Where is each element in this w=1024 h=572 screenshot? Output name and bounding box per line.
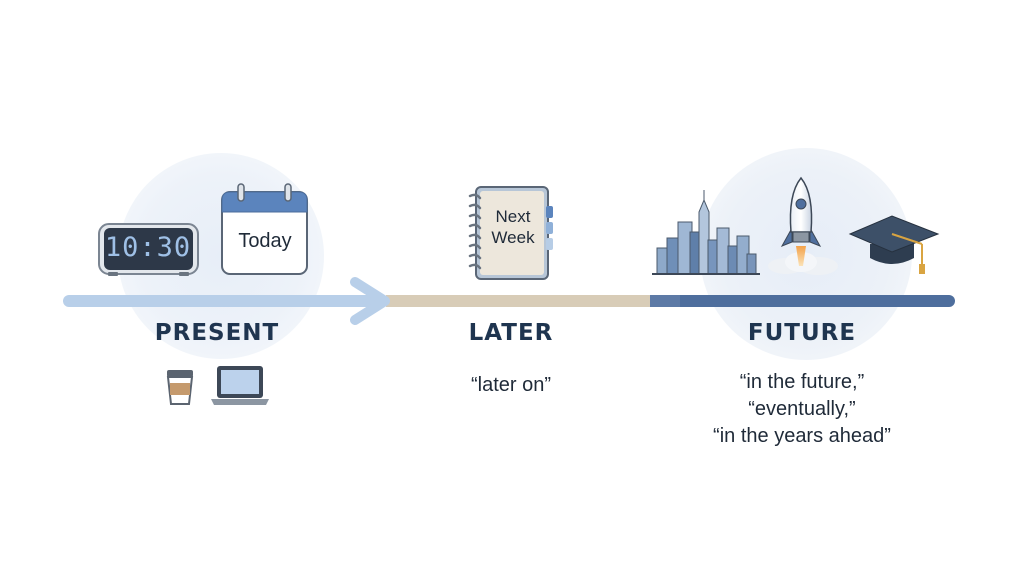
graduation-cap-icon (848, 215, 940, 274)
notebook-label: Next Week (478, 206, 548, 248)
digital-clock-icon (98, 223, 199, 276)
rocket-icon (768, 176, 838, 275)
calendar-label: Today (238, 230, 292, 252)
timeline-segment-later (386, 295, 656, 307)
laptop-icon (211, 366, 269, 405)
future-phrases: “in the future,” “eventually,” “in the y… (662, 369, 942, 450)
city-skyline-icon (652, 190, 760, 275)
notebook-icon (468, 186, 553, 280)
stage-heading-later: LATER (468, 320, 554, 346)
phrase-item: “later on” (470, 374, 552, 396)
stage-heading-present: PRESENT (154, 320, 280, 346)
timeline-segment-present (63, 295, 383, 307)
calendar-icon (221, 183, 308, 275)
notebook-label-line: Week (491, 228, 535, 247)
phrase-item: “in the future,” (739, 371, 865, 393)
later-phrases: “later on” (371, 372, 651, 399)
phrase-item: “in the years ahead” (713, 425, 891, 447)
timeline-segment-future (650, 295, 955, 307)
notebook-label-line: Next (495, 207, 531, 226)
clock-display-value: 10:30 (104, 232, 192, 263)
coffee-cup-icon (166, 370, 194, 405)
stage-heading-future: FUTURE (747, 320, 857, 346)
timeline-bar (63, 277, 955, 325)
phrase-item: “eventually,” (748, 398, 856, 420)
arrow-head-icon (350, 277, 390, 325)
